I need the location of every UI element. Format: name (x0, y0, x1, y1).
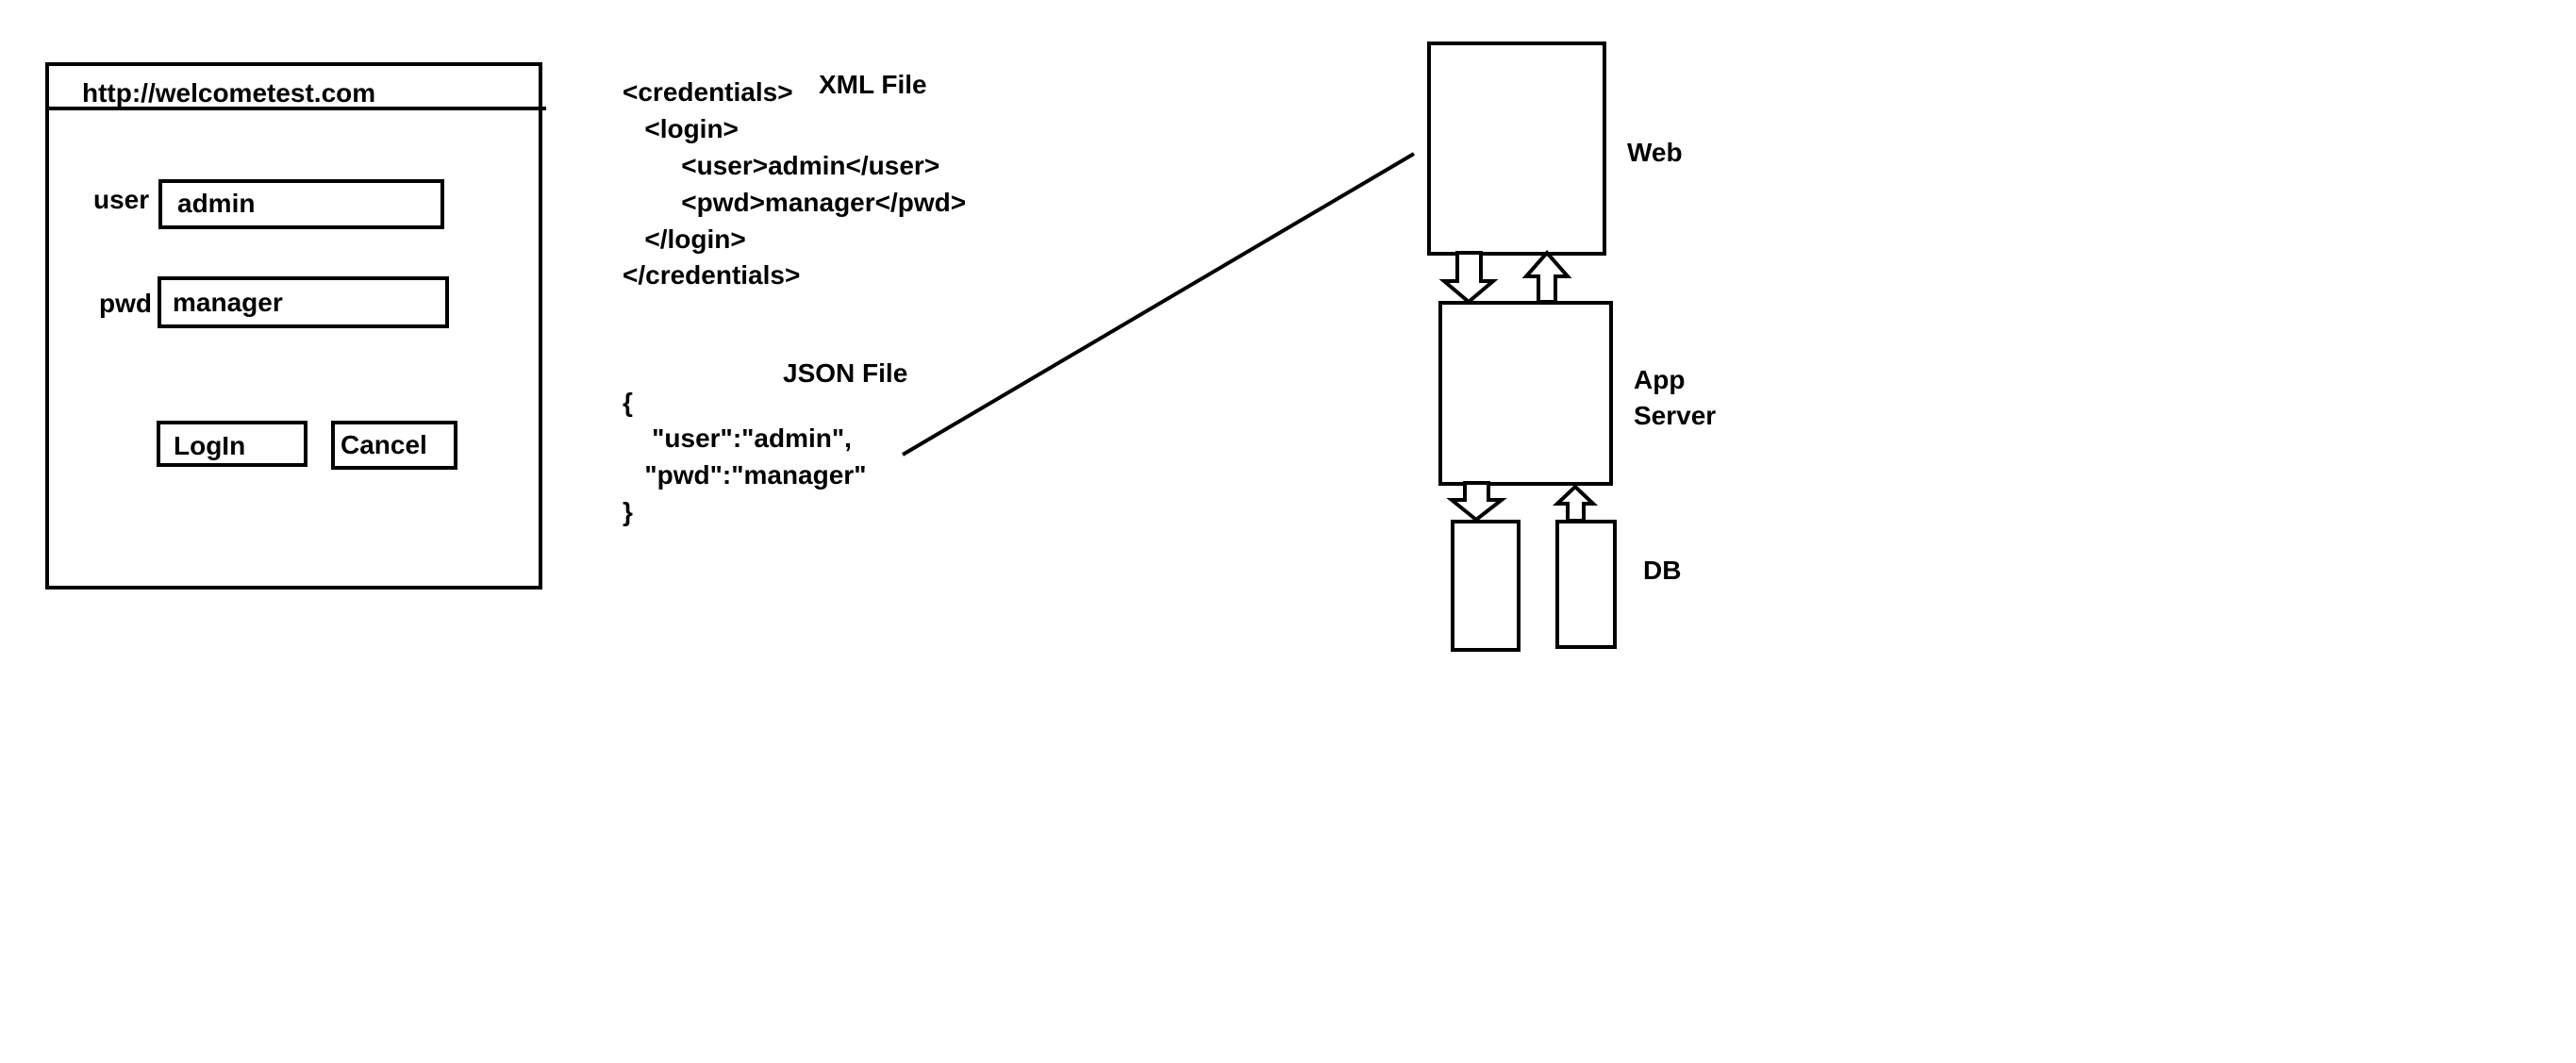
json-file-title: JSON File (783, 358, 908, 388)
arrow-down-icon (1438, 251, 1499, 305)
arrow-up-icon (1521, 249, 1572, 304)
user-input-value: admin (177, 189, 256, 218)
xml-line: <pwd>manager</pwd> (623, 188, 967, 217)
json-line: } (623, 497, 633, 526)
xml-file-title: XML File (819, 70, 927, 99)
xml-line: <credentials> (623, 77, 793, 107)
web-box (1427, 42, 1606, 256)
browser-window (45, 62, 542, 590)
app-server-label-line1: App (1634, 365, 1686, 394)
json-line: { (623, 388, 633, 417)
address-bar-divider (45, 107, 546, 110)
app-server-box (1438, 301, 1613, 486)
login-button[interactable]: LogIn (157, 421, 307, 467)
pwd-input-value: manager (173, 288, 283, 317)
web-label: Web (1627, 138, 1683, 167)
json-line: "pwd":"manager" (623, 460, 867, 490)
arrow-down-icon (1446, 481, 1507, 523)
db-box-left (1451, 520, 1521, 652)
arrow-up-icon (1552, 484, 1599, 523)
json-line: "user":"admin", (623, 424, 852, 453)
xml-line: <user>admin</user> (623, 151, 940, 180)
connector-line (901, 152, 1416, 457)
user-label: user (93, 185, 150, 214)
address-bar-url[interactable]: http://welcometest.com (82, 78, 376, 108)
user-input[interactable]: admin (158, 179, 444, 229)
pwd-input[interactable]: manager (158, 276, 449, 328)
pwd-label: pwd (99, 289, 152, 318)
xml-line: </credentials> (623, 260, 801, 290)
xml-line: </login> (623, 224, 746, 254)
xml-line: <login> (623, 114, 739, 143)
cancel-button[interactable]: Cancel (331, 421, 457, 470)
login-button-label: LogIn (174, 431, 246, 460)
db-label: DB (1643, 556, 1682, 585)
app-server-label-line2: Server (1634, 401, 1717, 430)
cancel-button-label: Cancel (341, 430, 427, 459)
db-box-right (1555, 520, 1617, 649)
